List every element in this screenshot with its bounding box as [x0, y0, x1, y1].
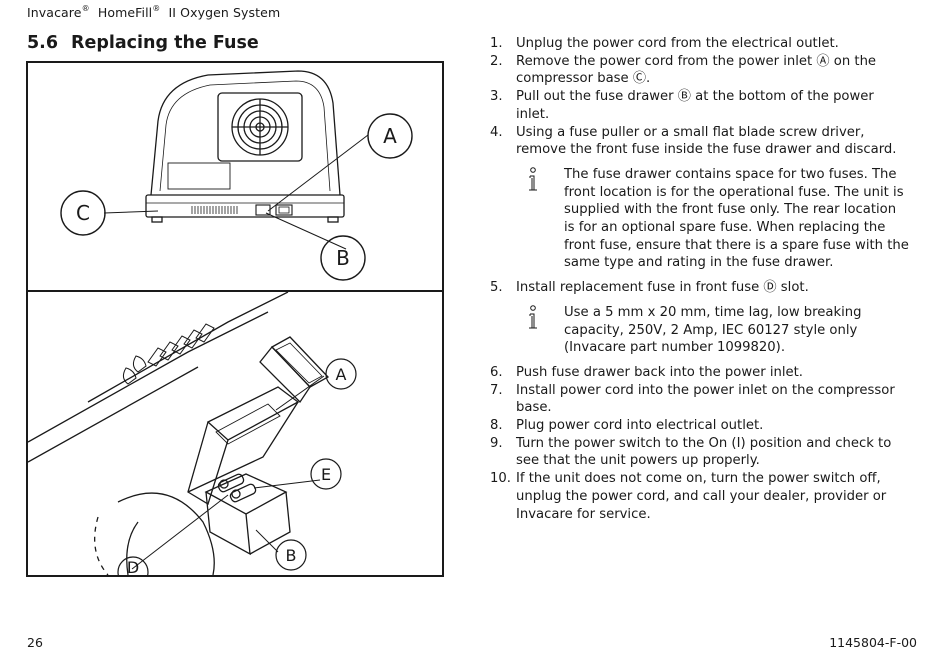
step-number: 8.: [490, 418, 503, 434]
step-7: 7. Install power cord into the power inle…: [490, 382, 910, 417]
note-text: Use a 5 mm x 20 mm, time lag, low breaki…: [564, 304, 862, 356]
step-number: 6.: [490, 364, 503, 380]
section-title: Replacing the Fuse: [71, 33, 259, 53]
callout-d-closeup: D: [127, 558, 139, 575]
callout-a-closeup: A: [336, 365, 347, 384]
step-text: If the unit does not come on, turn the p…: [516, 471, 887, 522]
info-icon: [529, 167, 537, 191]
step-text: Plug power cord into electrical outlet.: [516, 418, 764, 434]
step-4: 4. Using a fuse puller or a small flat bl…: [490, 124, 910, 159]
callout-b: B: [336, 246, 350, 270]
document-number: 1145804-F-00: [829, 635, 917, 650]
step-number: 9.: [490, 435, 503, 451]
step-text: Turn the power switch to the On (I) posi…: [516, 435, 892, 469]
callout-a: A: [383, 124, 397, 148]
step-3: 3. Pull out the fuse drawer Ⓑ at the bott…: [490, 88, 910, 123]
step-number: 2.: [490, 53, 503, 69]
step-text: Pull out the fuse drawer Ⓑ at the bottom…: [516, 89, 874, 122]
note-fuse-drawer: The fuse drawer contains space for two f…: [490, 166, 910, 272]
page-number: 26: [27, 635, 43, 650]
step-number: 10.: [490, 471, 511, 487]
section-heading: 5.6 Replacing the Fuse: [27, 33, 259, 53]
callout-c: C: [76, 201, 90, 225]
step-number: 1.: [490, 36, 503, 51]
step-2: 2. Remove the power cord from the power i…: [490, 53, 910, 88]
step-5: 5. Install replacement fuse in front fuse…: [490, 279, 910, 297]
figure-divider: [28, 290, 442, 292]
brand-name: Invacare: [27, 5, 82, 21]
registered-mark-2: ®: [152, 4, 161, 13]
step-number: 5.: [490, 280, 503, 296]
step-9: 9. Turn the power switch to the On (I) po…: [490, 435, 910, 470]
running-header: Invacare® HomeFill® II Oxygen System: [27, 4, 281, 21]
section-number: 5.6: [27, 33, 59, 53]
step-text: Unplug the power cord from the electrica…: [516, 36, 839, 51]
step-text: Install replacement fuse in front fuse Ⓓ…: [516, 280, 809, 296]
step-text: Push fuse drawer back into the power inl…: [516, 364, 803, 380]
unit-rear-illustration: A C B: [60, 70, 413, 281]
step-number: 3.: [490, 89, 503, 105]
step-number: 4.: [490, 124, 503, 140]
procedure-steps: 1. Unplug the power cord from the electri…: [490, 35, 910, 523]
note-text: The fuse drawer contains space for two f…: [564, 166, 909, 271]
step-6: 6. Push fuse drawer back into the power i…: [490, 364, 910, 382]
step-10: 10. If the unit does not come on, turn th…: [490, 470, 910, 523]
note-fuse-spec: Use a 5 mm x 20 mm, time lag, low breaki…: [490, 304, 910, 357]
step-8: 8. Plug power cord into electrical outlet…: [490, 417, 910, 435]
step-text: Install power cord into the power inlet …: [516, 382, 895, 416]
callout-e-closeup: E: [321, 465, 331, 484]
step-text: Remove the power cord from the power inl…: [516, 53, 877, 87]
fuse-drawer-closeup-illustration: A E B D: [28, 292, 357, 575]
product-name: HomeFill: [97, 5, 153, 21]
step-text: Using a fuse puller or a small flat blad…: [516, 124, 897, 158]
system-name: II Oxygen System: [168, 5, 281, 21]
fuse-figure: A C B: [26, 61, 444, 577]
registered-mark: ®: [81, 4, 90, 13]
callout-b-closeup: B: [286, 546, 297, 565]
step-number: 7.: [490, 382, 503, 398]
step-1: 1. Unplug the power cord from the electri…: [490, 35, 910, 53]
info-icon: [529, 305, 537, 329]
